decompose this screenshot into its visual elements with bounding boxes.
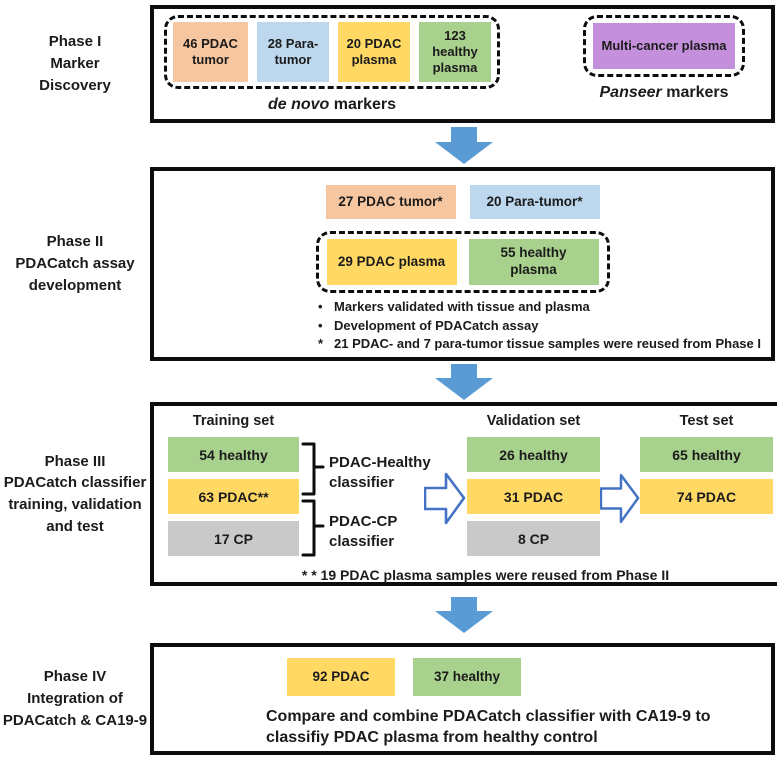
down-arrow-icon <box>434 363 493 400</box>
sample-box-multi-cancer-plasma: Multi-cancer plasma <box>593 23 735 69</box>
phase1-panel: 46 PDAC tumor 28 Para- tumor 20 PDAC pla… <box>150 5 775 123</box>
bullet-item: * 21 PDAC- and 7 para-tumor tissue sampl… <box>318 335 761 354</box>
sample-box-pdac-tumor: 46 PDAC tumor <box>173 22 248 82</box>
bullet-marker: * <box>318 336 324 351</box>
bullet-text: 21 PDAC- and 7 para-tumor tissue samples… <box>334 336 761 351</box>
training-set-header: Training set <box>192 413 275 429</box>
right-arrow-icon <box>600 473 640 524</box>
sample-box-74-pdac: 74 PDAC <box>640 479 773 514</box>
phase3-panel: Training set 54 healthy 63 PDAC** 17 CP … <box>150 402 777 586</box>
sample-box-65-healthy: 65 healthy <box>640 437 773 472</box>
de-novo-group: 46 PDAC tumor 28 Para- tumor 20 PDAC pla… <box>164 15 500 114</box>
phase3-sidebar-label: Phase III PDACatch classifier training, … <box>3 452 147 535</box>
panseer-dashed-box: Multi-cancer plasma <box>583 15 745 77</box>
de-novo-caption-rest: markers <box>329 96 397 113</box>
sample-box-8-cp: 8 CP <box>467 521 600 556</box>
validation-set-header: Validation set <box>486 413 581 429</box>
bullet-text: Development of PDACatch assay <box>334 317 539 333</box>
test-set-header: Test set <box>679 413 734 429</box>
sample-box-healthy-plasma: 123 healthy plasma <box>419 22 491 82</box>
de-novo-caption-italic: de novo <box>267 96 330 113</box>
phase2-tissue-row: 27 PDAC tumor* 20 Para-tumor* <box>325 185 600 219</box>
sample-box-para-tumor: 28 Para- tumor <box>257 22 329 82</box>
validation-set-column: Validation set 26 healthy 31 PDAC 8 CP <box>467 411 600 563</box>
bullet-marker: • <box>318 299 323 314</box>
classifier-brace-block: PDAC-Healthy classifier PDAC-CP classifi… <box>299 411 431 563</box>
de-novo-dashed-box: 46 PDAC tumor 28 Para- tumor 20 PDAC pla… <box>164 15 500 89</box>
panseer-caption-italic: Panseer <box>599 84 662 101</box>
panseer-caption: Panseer markers <box>600 84 729 102</box>
phase2-plasma-dashed-box: 29 PDAC plasma 55 healthy plasma <box>315 231 610 293</box>
sample-box-92-pdac: 92 PDAC <box>287 658 395 696</box>
phase4-statement: Compare and combine PDACatch classifier … <box>266 708 711 746</box>
phase4-panel: 92 PDAC 37 healthy Compare and combine P… <box>150 643 775 755</box>
bullet-item: • Development of PDACatch assay <box>318 317 761 336</box>
phase2-panel: 27 PDAC tumor* 20 Para-tumor* 29 PDAC pl… <box>150 167 775 361</box>
phase4-boxes-row: 92 PDAC 37 healthy <box>287 658 771 696</box>
study-design-flowchart: Phase I Marker Discovery 46 PDAC tumor 2… <box>0 5 777 755</box>
sample-box-63-pdac: 63 PDAC** <box>168 479 299 514</box>
test-set-column: Test set 65 healthy 74 PDAC <box>640 411 773 563</box>
phase2-notes: • Markers validated with tissue and plas… <box>318 298 761 354</box>
sample-box-healthy-plasma-55: 55 healthy plasma <box>468 239 599 285</box>
right-arrow-icon <box>424 472 466 525</box>
sample-box-pdac-tumor-reused: 27 PDAC tumor* <box>325 185 456 219</box>
sample-box-pdac-plasma: 20 PDAC plasma <box>338 22 410 82</box>
down-arrow-icon <box>434 126 493 164</box>
sample-box-26-healthy: 26 healthy <box>467 437 600 472</box>
bullet-item: • Markers validated with tissue and plas… <box>318 298 761 317</box>
sample-box-31-pdac: 31 PDAC <box>467 479 600 514</box>
phase3-footnote: * * 19 PDAC plasma samples were reused f… <box>301 567 670 583</box>
training-set-column: Training set 54 healthy 63 PDAC** 17 CP <box>168 411 299 563</box>
phase4-sidebar-label: Phase IV Integration of PDACatch & CA19-… <box>2 668 148 729</box>
sample-box-37-healthy: 37 healthy <box>413 658 521 696</box>
sample-box-54-healthy: 54 healthy <box>168 437 299 472</box>
phase1-groups: 46 PDAC tumor 28 Para- tumor 20 PDAC pla… <box>164 15 745 114</box>
bullet-marker: • <box>318 317 323 333</box>
sample-box-pdac-plasma-29: 29 PDAC plasma <box>326 239 457 285</box>
brace-icon <box>301 499 325 557</box>
phase1-sidebar-label: Phase I Marker Discovery <box>39 33 111 94</box>
panseer-caption-rest: markers <box>661 84 729 101</box>
phase2-sidebar-label: Phase II PDACatch assay development <box>15 233 135 294</box>
sample-box-para-tumor-reused: 20 Para-tumor* <box>469 185 600 219</box>
sample-box-17-cp: 17 CP <box>168 521 299 556</box>
de-novo-caption: de novo markers <box>268 96 396 114</box>
bullet-text: Markers validated with tissue and plasma <box>334 299 590 314</box>
down-arrow-icon <box>434 596 493 633</box>
brace-icon <box>301 442 325 496</box>
panseer-group: Multi-cancer plasma Panseer markers <box>583 15 745 102</box>
pdac-cp-classifier-label: PDAC-CP classifier <box>329 513 398 550</box>
pdac-healthy-classifier-label: PDAC-Healthy classifier <box>329 454 431 491</box>
